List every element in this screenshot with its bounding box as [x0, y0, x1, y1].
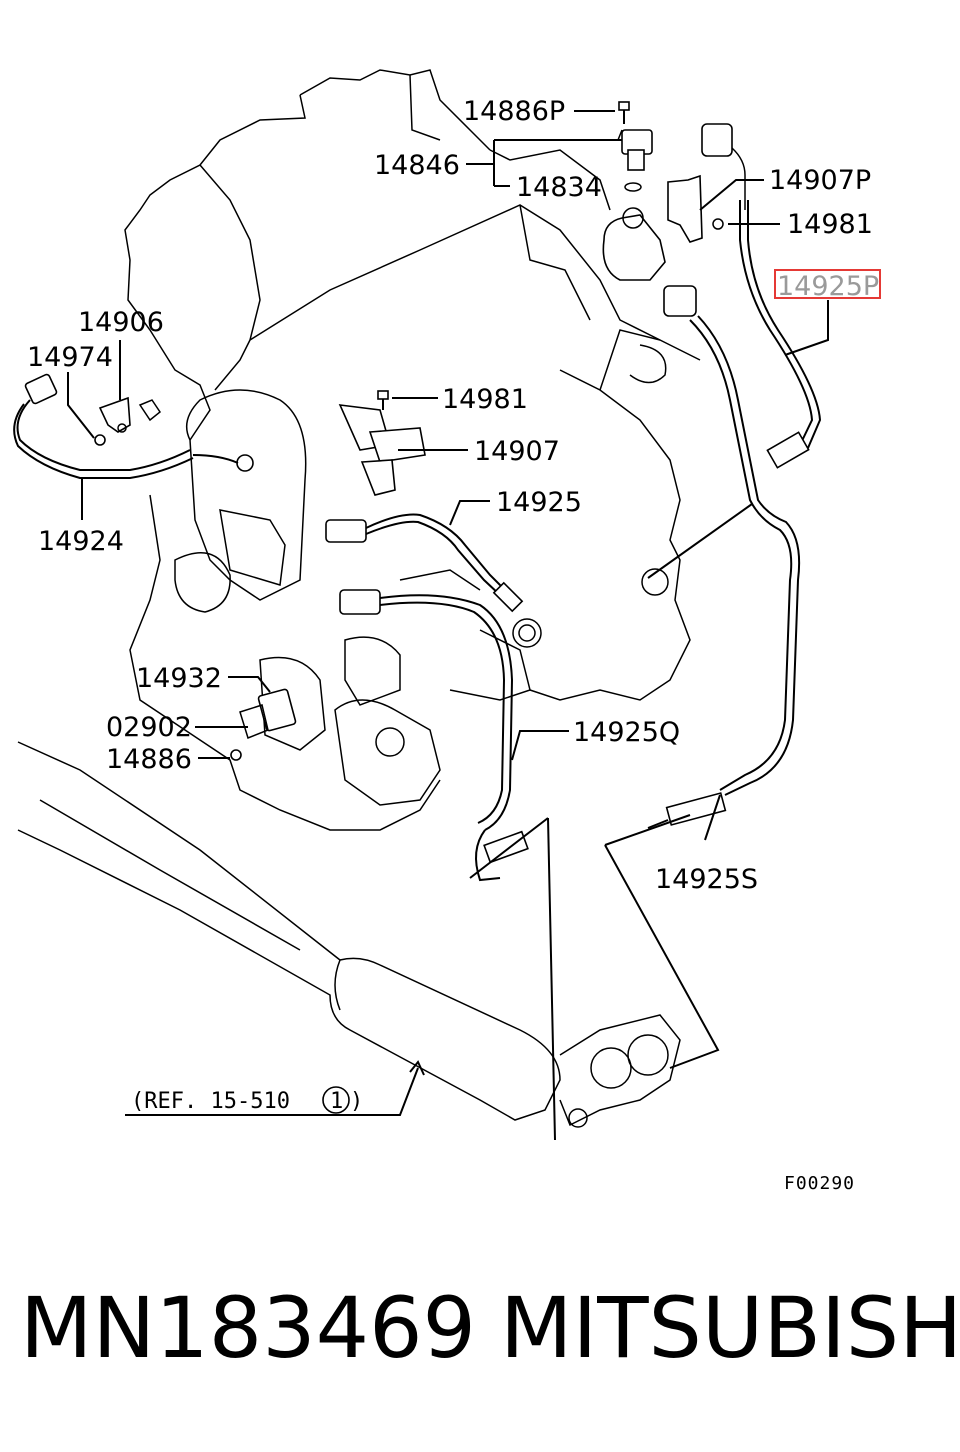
footer-brand: MITSUBISHI [500, 1279, 960, 1377]
connector-top-right-icon [701, 123, 746, 210]
label-14981-mid: 14981 [442, 384, 528, 415]
oxygen-sensor-14925S-icon [647, 792, 727, 829]
label-14886: 14886 [106, 744, 192, 775]
label-14834: 14834 [516, 172, 602, 203]
oxygen-sensor-14925-icon [325, 513, 524, 613]
label-14907P: 14907P [769, 165, 871, 196]
label-14925: 14925 [496, 487, 582, 518]
bracket-icon [667, 174, 724, 243]
label-14932: 14932 [136, 663, 222, 694]
exhaust-pipe [17, 741, 681, 1128]
highlighted-part-14925P: 14925P [774, 269, 881, 302]
footer-part-number: MN183469 [20, 1279, 476, 1377]
label-14925P: 14925P [777, 271, 879, 302]
label-14907: 14907 [474, 436, 560, 467]
oxygen-sensor-14925Q-icon [339, 589, 529, 882]
engine-outline [124, 69, 701, 831]
label-14925S: 14925S [655, 864, 758, 895]
reference-close-paren: ) [350, 1089, 363, 1114]
cam-housing-icon [602, 207, 666, 281]
leader-lines [67, 110, 829, 1141]
sensor-14932-icon [230, 688, 297, 761]
label-14924: 14924 [38, 526, 124, 557]
crank-angle-sensor-icon [617, 129, 653, 171]
oxygen-sensor-14925P-icon [689, 200, 822, 796]
label-14981-top: 14981 [787, 209, 873, 240]
reference-circled-number: 1 [330, 1089, 343, 1114]
bolt-icon [618, 101, 630, 124]
figure-code: F00290 [784, 1173, 855, 1194]
label-14974: 14974 [27, 342, 113, 373]
label-02902: 02902 [106, 712, 192, 743]
bolt-14974-icon [94, 434, 106, 446]
oring-icon [624, 182, 642, 192]
bracket-14906-icon [98, 396, 162, 433]
bolt-14981-mid-icon [377, 390, 389, 410]
connector-mid-right-icon [663, 285, 697, 317]
label-14886P: 14886P [463, 96, 565, 127]
sensor-14924-icon [13, 373, 254, 479]
reference-note: (REF. 15-510 1 ) [131, 1086, 363, 1114]
label-14906: 14906 [78, 307, 164, 338]
reference-text: (REF. 15-510 [131, 1089, 290, 1114]
label-14925Q: 14925Q [573, 717, 680, 748]
bracket-14907-icon [338, 404, 426, 496]
label-14846: 14846 [374, 150, 460, 181]
